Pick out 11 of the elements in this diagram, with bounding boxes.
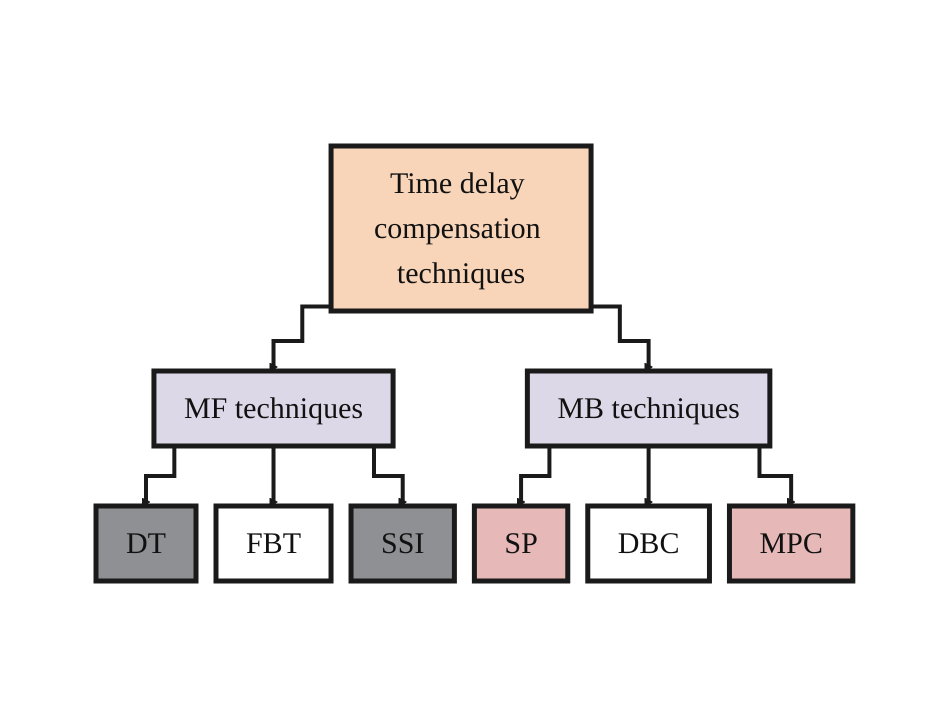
- arrow: [268, 304, 331, 372]
- node-box: MB techniques: [524, 368, 772, 448]
- arrow: [590, 304, 653, 372]
- node-box: DBC: [584, 504, 712, 584]
- node-box: MPC: [726, 504, 855, 584]
- node-box: Time delay compensation techniques: [328, 144, 594, 314]
- node-box: DT: [93, 504, 198, 584]
- node-box: SSI: [348, 504, 456, 584]
- node-box: FBT: [213, 504, 334, 584]
- node-box: SP: [471, 504, 570, 584]
- node-box: MF techniques: [151, 368, 396, 448]
